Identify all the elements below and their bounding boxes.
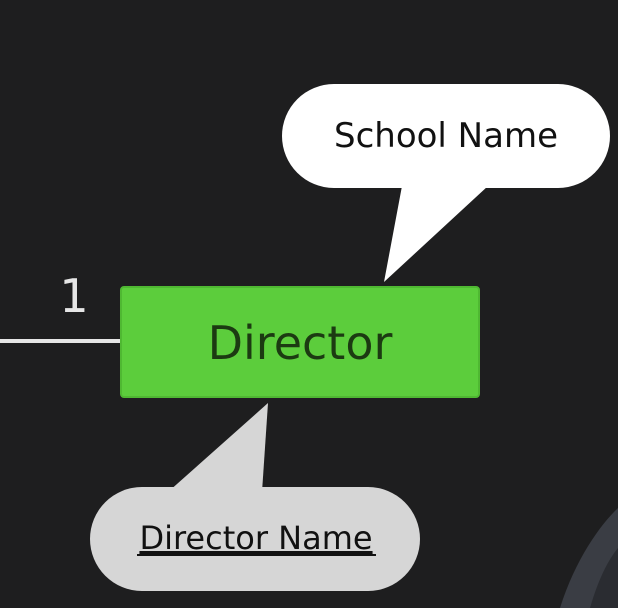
entity-director: Director	[120, 286, 480, 398]
entity-director-label: Director	[208, 316, 393, 370]
entity-director-box	[120, 286, 480, 398]
attribute-school-name-label: School Name	[334, 116, 558, 156]
attribute-director-name: Director Name	[90, 403, 420, 591]
presenter-silhouette-shade	[590, 548, 618, 608]
attribute-director-name-pointer	[168, 403, 268, 492]
attribute-school-name-bubble	[282, 84, 610, 188]
attribute-director-name-label: Director Name	[139, 519, 372, 557]
attribute-director-name-bubble	[90, 487, 420, 591]
attribute-school-name: School Name	[282, 84, 610, 282]
attribute-school-name-pointer	[384, 186, 488, 282]
cardinality-label: 1	[59, 269, 88, 323]
